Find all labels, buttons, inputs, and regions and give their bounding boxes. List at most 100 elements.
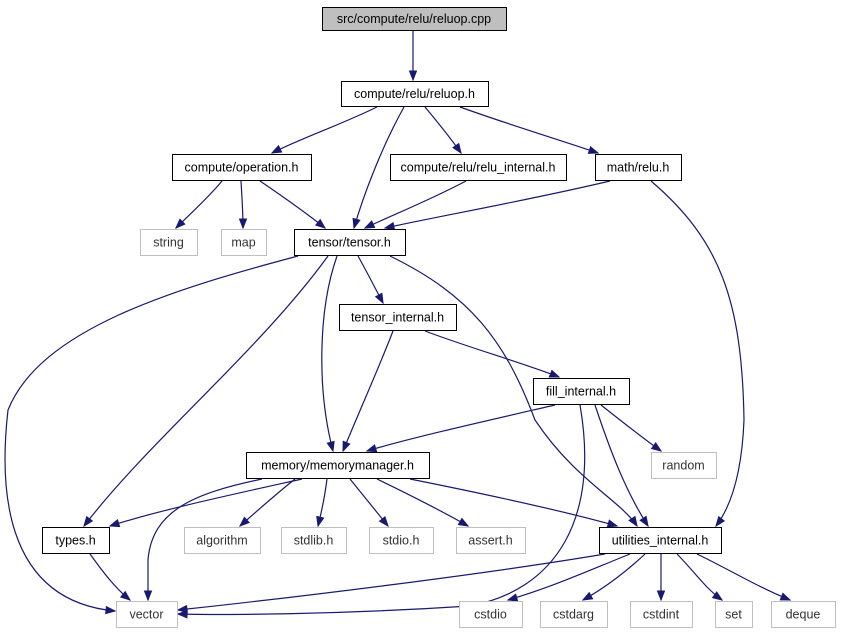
edge-operation_h-to-string <box>175 180 223 229</box>
node-box <box>715 601 753 628</box>
node-label: algorithm <box>196 534 247 548</box>
node-box <box>246 452 430 479</box>
node-box <box>172 154 312 181</box>
edge-memorymanager_h-to-stdio_h <box>349 478 389 528</box>
node-label: vector <box>129 608 163 622</box>
edge-memorymanager_h-to-assert_h <box>376 478 470 527</box>
node-utilities_internal_h[interactable]: utilities_internal.h <box>599 527 722 554</box>
node-box <box>771 601 836 628</box>
node-label: src/compute/relu/reluop.cpp <box>337 12 491 26</box>
node-box <box>456 527 526 554</box>
node-box <box>459 601 523 628</box>
edge-utilities_internal_h-to-cstdint <box>656 554 666 602</box>
edge-line <box>376 478 469 527</box>
edge-line <box>147 478 263 600</box>
arrowhead-icon <box>374 292 384 305</box>
node-box <box>369 527 434 554</box>
node-tensor_internal_h[interactable]: tensor_internal.h <box>339 304 457 331</box>
node-box <box>221 229 267 256</box>
node-cstdio: cstdio <box>459 601 523 628</box>
edge-memorymanager_h-to-utilities_internal_h <box>409 478 619 528</box>
arrowhead-icon <box>176 604 188 614</box>
edge-types_h-to-vector <box>89 553 132 601</box>
node-reluop_h[interactable]: compute/relu/reluop.h <box>341 81 489 107</box>
edge-line <box>175 180 223 229</box>
node-label: compute/relu/reluop.h <box>354 87 475 101</box>
node-relu_internal_h[interactable]: compute/relu/relu_internal.h <box>390 154 567 181</box>
node-label: tensor_internal.h <box>351 311 444 325</box>
edge-line <box>364 180 467 229</box>
node-cstdint: cstdint <box>630 601 693 628</box>
node-tensor_h[interactable]: tensor/tensor.h <box>294 229 406 256</box>
edge-line <box>696 553 791 601</box>
node-label: compute/relu/relu_internal.h <box>401 161 556 175</box>
node-label: compute/operation.h <box>185 161 299 175</box>
edge-line <box>342 330 394 452</box>
node-box <box>294 229 406 256</box>
node-math_relu_h[interactable]: math/relu.h <box>595 154 682 181</box>
arrowhead-icon <box>779 592 792 601</box>
edge-line <box>650 180 745 527</box>
node-label: fill_internal.h <box>546 385 616 399</box>
edge-memorymanager_h-to-types_h <box>108 478 303 528</box>
arrowhead-icon <box>548 369 561 378</box>
arrowhead-icon <box>238 218 248 230</box>
node-box <box>339 304 457 331</box>
node-deque: deque <box>771 601 836 628</box>
edge-utilities_internal_h-to-deque <box>696 553 792 601</box>
arrowhead-icon <box>342 440 351 453</box>
edge-memorymanager_h-to-stdlib_h <box>316 478 328 528</box>
node-set: set <box>715 601 753 628</box>
node-box <box>42 527 110 554</box>
arrowhead-icon <box>365 444 378 453</box>
node-string: string <box>140 229 198 256</box>
edge-memorymanager_h-to-algorithm <box>238 478 296 527</box>
edge-line <box>384 180 611 229</box>
edge-line <box>676 553 723 601</box>
edge-reluop_h-to-operation_h <box>270 106 378 154</box>
node-memorymanager_h[interactable]: memory/memorymanager.h <box>246 452 430 479</box>
node-box <box>630 601 693 628</box>
edge-line <box>109 478 303 527</box>
node-label: utilities_internal.h <box>612 534 709 548</box>
arrowhead-icon <box>587 145 600 154</box>
edge-relu_internal_h-to-tensor_h <box>363 180 467 229</box>
edge-fill_internal_h-to-memorymanager_h <box>365 404 556 453</box>
arrowhead-icon <box>363 220 376 229</box>
arrowhead-icon <box>656 590 666 602</box>
edge-fill_internal_h-to-random <box>600 404 663 452</box>
arrowhead-icon <box>628 515 638 528</box>
node-label: cstdint <box>643 608 680 622</box>
arrowhead-icon <box>270 144 283 154</box>
node-label: random <box>662 459 704 473</box>
arrowhead-icon <box>452 142 462 155</box>
edge-line <box>321 255 338 452</box>
node-fill_internal_h[interactable]: fill_internal.h <box>533 378 630 405</box>
node-label: cstdarg <box>553 608 594 622</box>
node-label: deque <box>786 608 821 622</box>
arrowhead-icon <box>383 221 396 231</box>
arrowhead-icon <box>606 519 619 528</box>
edge-utilities_internal_h-to-cstdio <box>506 553 631 602</box>
arrowhead-icon <box>352 217 361 230</box>
edge-line <box>594 404 649 527</box>
edge-line <box>83 255 329 527</box>
edge-line <box>459 106 599 154</box>
edge-tensor_h-to-tensor_internal_h <box>357 255 384 305</box>
node-label: assert.h <box>468 534 513 548</box>
node-types_h[interactable]: types.h <box>42 527 110 554</box>
node-root[interactable]: src/compute/relu/reluop.cpp <box>322 7 507 31</box>
edge-utilities_internal_h-to-cstdarg <box>581 553 646 601</box>
edge-math_relu_h-to-utilities_internal_h <box>650 180 745 528</box>
arrowhead-icon <box>581 591 594 601</box>
edge-fill_internal_h-to-utilities_internal_h <box>594 404 649 528</box>
edge-line <box>177 404 586 616</box>
node-box <box>651 452 717 479</box>
arrowhead-icon <box>506 593 519 602</box>
edge-line <box>424 330 560 378</box>
edge-reluop_h-to-tensor_h <box>352 106 405 230</box>
node-operation_h[interactable]: compute/operation.h <box>172 154 312 181</box>
node-map: map <box>221 229 267 256</box>
node-algorithm: algorithm <box>184 527 261 554</box>
arrowhead-icon <box>175 218 186 229</box>
